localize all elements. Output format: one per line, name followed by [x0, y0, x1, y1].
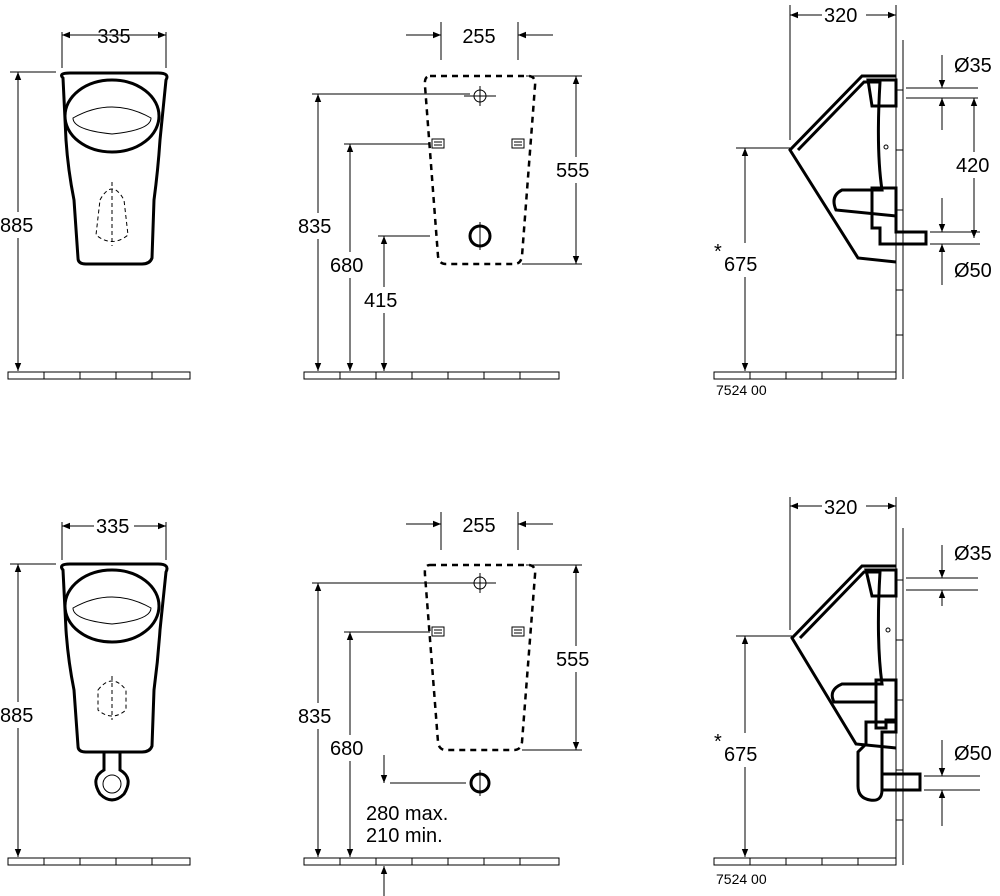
- depth-label: 320: [824, 497, 857, 519]
- urinal-body: [60, 71, 169, 266]
- height-total-label: 835: [298, 706, 331, 728]
- bottom-mounting-view: 255 555 835 680 280 max. 210 min.: [298, 512, 596, 896]
- height-label: 885: [0, 215, 33, 237]
- siphon-trap: [856, 678, 898, 802]
- bottom-front-view: 335 885: [0, 514, 191, 866]
- height-screws-label: 680: [330, 255, 363, 277]
- inlet-connector: [864, 568, 898, 598]
- outlet-min-label: 210 min.: [366, 825, 443, 847]
- width-label: 335: [97, 26, 130, 48]
- product-code: 7524 00: [716, 871, 767, 887]
- height-label: 885: [0, 705, 33, 727]
- footnote-star: *: [714, 731, 722, 753]
- depth-label: 320: [824, 5, 857, 27]
- urinal-bowl: [63, 78, 161, 154]
- spreader-flap: [72, 106, 152, 135]
- top-front-view: 335 885: [0, 26, 191, 380]
- outlet-pipe: [870, 186, 928, 246]
- floor-tiles: [7, 857, 191, 866]
- fixing-bracket-right: [511, 626, 525, 637]
- urinal-side-profile: [790, 564, 897, 750]
- urinal-inner-bowl: [796, 80, 897, 218]
- inlet-diameter-label: Ø35: [954, 55, 992, 77]
- top-side-view: 320 Ø35 420 Ø50 * 675 7524 00: [713, 2, 998, 398]
- floor-tiles: [713, 857, 897, 866]
- floor-tiles: [303, 371, 560, 380]
- fixing-bracket-right: [511, 138, 525, 149]
- template-height-label: 555: [556, 649, 589, 671]
- inlet-diameter-label: Ø35: [954, 543, 992, 565]
- outlet-diameter-label: Ø50: [954, 743, 992, 765]
- height-screws-label: 680: [330, 738, 363, 760]
- footnote-star: *: [714, 241, 722, 263]
- product-code: 7524 00: [716, 382, 767, 398]
- width-label: 335: [96, 516, 129, 538]
- floor-tiles: [303, 857, 560, 866]
- rim-height-label: 675: [724, 254, 757, 276]
- outlet-max-label: 280 max.: [366, 803, 448, 825]
- siphon-trap: [94, 752, 130, 802]
- outlet-pipe: [882, 772, 922, 792]
- floor-tiles: [7, 371, 191, 380]
- top-mounting-view: 255 555 835 680 415: [298, 22, 596, 380]
- fixing-bracket-left: [431, 138, 445, 149]
- inlet-connector: [866, 78, 898, 108]
- urinal-side-profile: [788, 74, 897, 264]
- outlet-diameter-label: Ø50: [954, 260, 992, 282]
- urinal-bowl: [63, 568, 161, 644]
- height-outlet-label: 415: [364, 290, 397, 312]
- rim-height-label: 675: [724, 744, 757, 766]
- mounting-template-outline: [423, 563, 537, 752]
- urinal-body: [60, 562, 169, 754]
- template-height-label: 555: [556, 160, 589, 182]
- width-label: 255: [462, 26, 495, 48]
- width-label: 255: [462, 515, 495, 537]
- inlet-outlet-distance-label: 420: [956, 155, 989, 177]
- spreader-flap: [72, 596, 152, 625]
- bottom-side-view: 320 Ø35 Ø50 * 675 7524 00: [713, 494, 992, 887]
- floor-tiles: [713, 371, 897, 380]
- fixing-bracket-left: [431, 626, 445, 637]
- outlet-hidden: [97, 680, 127, 717]
- height-total-label: 835: [298, 216, 331, 238]
